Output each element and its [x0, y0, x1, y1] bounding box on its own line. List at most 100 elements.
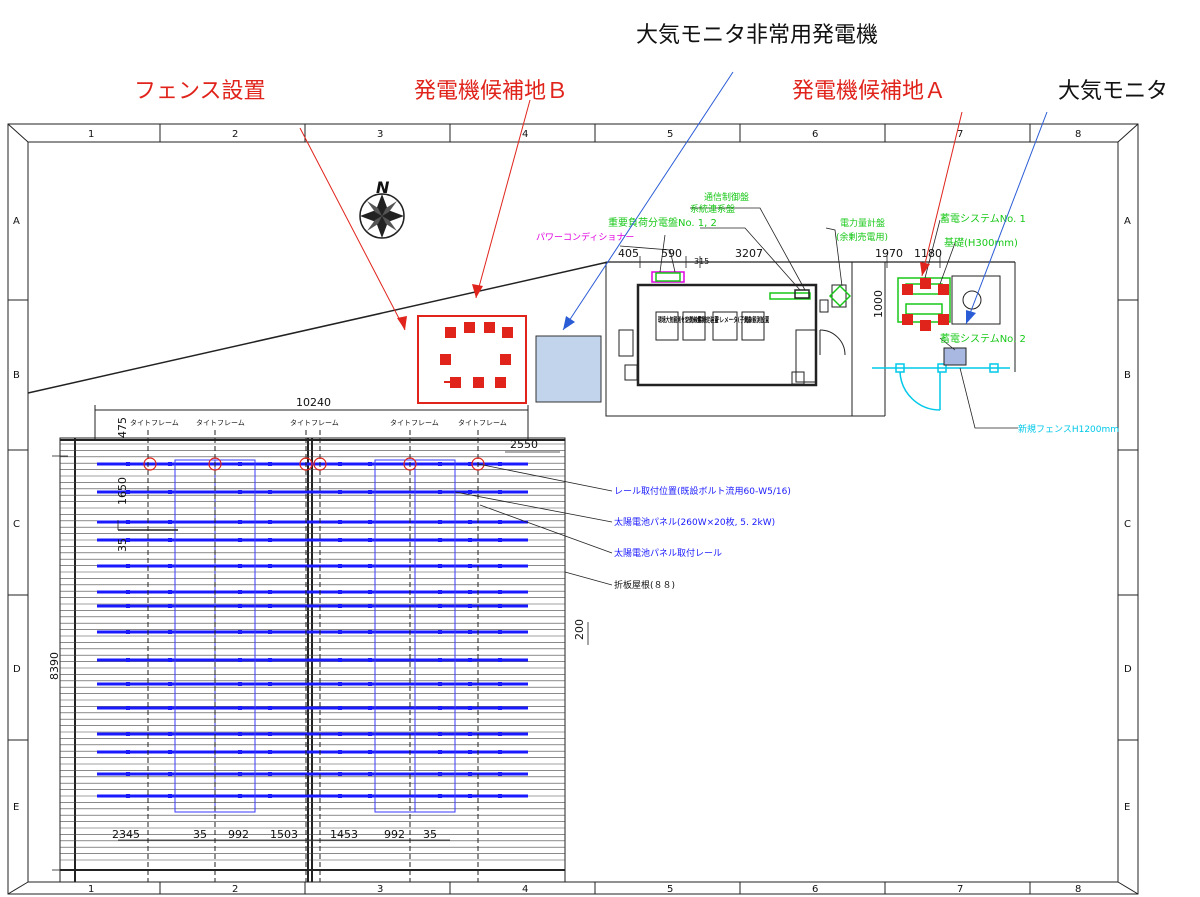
col-label-3: 3 — [377, 129, 383, 140]
box4-label: 気象観測設置 — [744, 315, 769, 325]
dim-b1453: 1453 — [330, 828, 358, 841]
rail-clamp — [168, 772, 172, 776]
rail-clamp — [268, 794, 272, 798]
rail-clamp — [498, 794, 502, 798]
roof-dim-lines — [117, 451, 589, 841]
col-label-2-bottom: 2 — [232, 884, 238, 895]
col-label-8-bottom: 8 — [1075, 884, 1081, 895]
col-label-2: 2 — [232, 129, 238, 140]
rail-clamp — [238, 630, 242, 634]
rail-clamp — [168, 520, 172, 524]
rail-clamp — [268, 604, 272, 608]
rail-clamp — [238, 682, 242, 686]
dim-405: 405 — [618, 247, 639, 260]
dim-475: 475 — [116, 417, 129, 438]
dim-b35b: 35 — [423, 828, 437, 841]
equipment-box-labels: 環境大気観測センターポスト 空間線量測定装置 テレメータ(子局) 気象観測設置 — [658, 315, 769, 325]
rail-clamp — [438, 772, 442, 776]
rail-clamp — [238, 462, 242, 466]
rail-clamp — [126, 732, 130, 736]
rail-label: 太陽電池パネル取付レール — [614, 547, 722, 559]
rail-clamp — [268, 630, 272, 634]
rail-clamp — [126, 794, 130, 798]
north-label: N — [376, 178, 390, 197]
rail-clamp — [468, 706, 472, 710]
rail-clamp — [238, 794, 242, 798]
rail-clamp — [468, 462, 472, 466]
rail-clamp — [126, 658, 130, 662]
rail-clamp — [498, 538, 502, 542]
rail-clamp — [368, 794, 372, 798]
rail-clamp — [468, 538, 472, 542]
dim-b992: 992 — [228, 828, 249, 841]
rail-clamp — [338, 682, 342, 686]
col-label-3-bottom: 3 — [377, 884, 383, 895]
rail-clamp — [498, 590, 502, 594]
meter-label: 電力量計盤 — [840, 217, 885, 229]
row-label-a-right: A — [1124, 216, 1131, 227]
roof-dimension-labels: 10240 475 1650 35 2550 8390 200 2345 35 … — [48, 396, 586, 841]
rail-markers — [143, 457, 485, 471]
drawing-frame — [7, 123, 1139, 895]
col-label-6: 6 — [812, 129, 818, 140]
dim-200: 200 — [573, 619, 586, 640]
candidate-b-annotation: 発電機候補地Ｂ — [414, 79, 569, 104]
rail-clamp — [238, 564, 242, 568]
rail-clamp — [338, 520, 342, 524]
row-label-d-right: D — [1124, 664, 1132, 675]
rail-clamp — [368, 604, 372, 608]
rail-clamp — [168, 538, 172, 542]
rail-clamp — [468, 630, 472, 634]
rail-clamp — [126, 462, 130, 466]
frame-dash-lines — [147, 430, 479, 882]
rail-clamp — [368, 462, 372, 466]
rail-clamp — [126, 564, 130, 568]
roof-structure — [52, 405, 566, 883]
rail-clamp — [338, 538, 342, 542]
load-panel-label: 重要負荷分電盤No. 1, 2 — [608, 216, 717, 229]
rail-clamp — [438, 490, 442, 494]
rail-clamp — [468, 772, 472, 776]
rail-clamp — [268, 590, 272, 594]
rail-clamp — [126, 490, 130, 494]
rail-clamp — [168, 564, 172, 568]
rail-clamp — [438, 732, 442, 736]
dim-8390: 8390 — [48, 652, 61, 680]
rail-clamp — [338, 772, 342, 776]
equipment-text: 通信制御盤 系統連系盤 重要負荷分電盤No. 1, 2 パワーコンディショナー … — [536, 191, 1119, 435]
rail-clamp — [438, 462, 442, 466]
dim-b992b: 992 — [384, 828, 405, 841]
rail-clamp — [168, 732, 172, 736]
tight-frame-2: タイトフレーム — [196, 418, 245, 427]
rail-clamp — [438, 794, 442, 798]
rail-clamp — [368, 750, 372, 754]
air-monitor-box — [943, 347, 967, 366]
rail-clamp — [338, 732, 342, 736]
rail-clamp — [268, 682, 272, 686]
roof-leader-labels: レール取付位置(既設ボルト流用60-W5/16) 太陽電池パネル(260W×20… — [614, 485, 791, 591]
rail-clamp — [168, 658, 172, 662]
row-label-b: B — [13, 370, 20, 381]
rail-clamp — [338, 590, 342, 594]
rail-clamp — [168, 590, 172, 594]
col-label-1-bottom: 1 — [88, 884, 94, 895]
rail-clamp — [238, 772, 242, 776]
rail-clamp — [368, 658, 372, 662]
candidate-site-b — [417, 315, 527, 404]
rail-clamp — [498, 564, 502, 568]
rail-clamp — [468, 564, 472, 568]
rail-clamp — [338, 794, 342, 798]
rail-clamp — [268, 732, 272, 736]
rail-clamp — [168, 604, 172, 608]
rail-clamp — [498, 772, 502, 776]
col-label-4-bottom: 4 — [522, 884, 528, 895]
top-dimensions — [608, 256, 1015, 320]
rail-clamp — [238, 706, 242, 710]
rail-clamp — [468, 682, 472, 686]
tight-frame-4: タイトフレーム — [390, 418, 439, 427]
rail-clamp — [468, 750, 472, 754]
row-label-c-right: C — [1124, 519, 1131, 530]
rail-clamp — [168, 630, 172, 634]
row-label-a: A — [13, 216, 20, 227]
